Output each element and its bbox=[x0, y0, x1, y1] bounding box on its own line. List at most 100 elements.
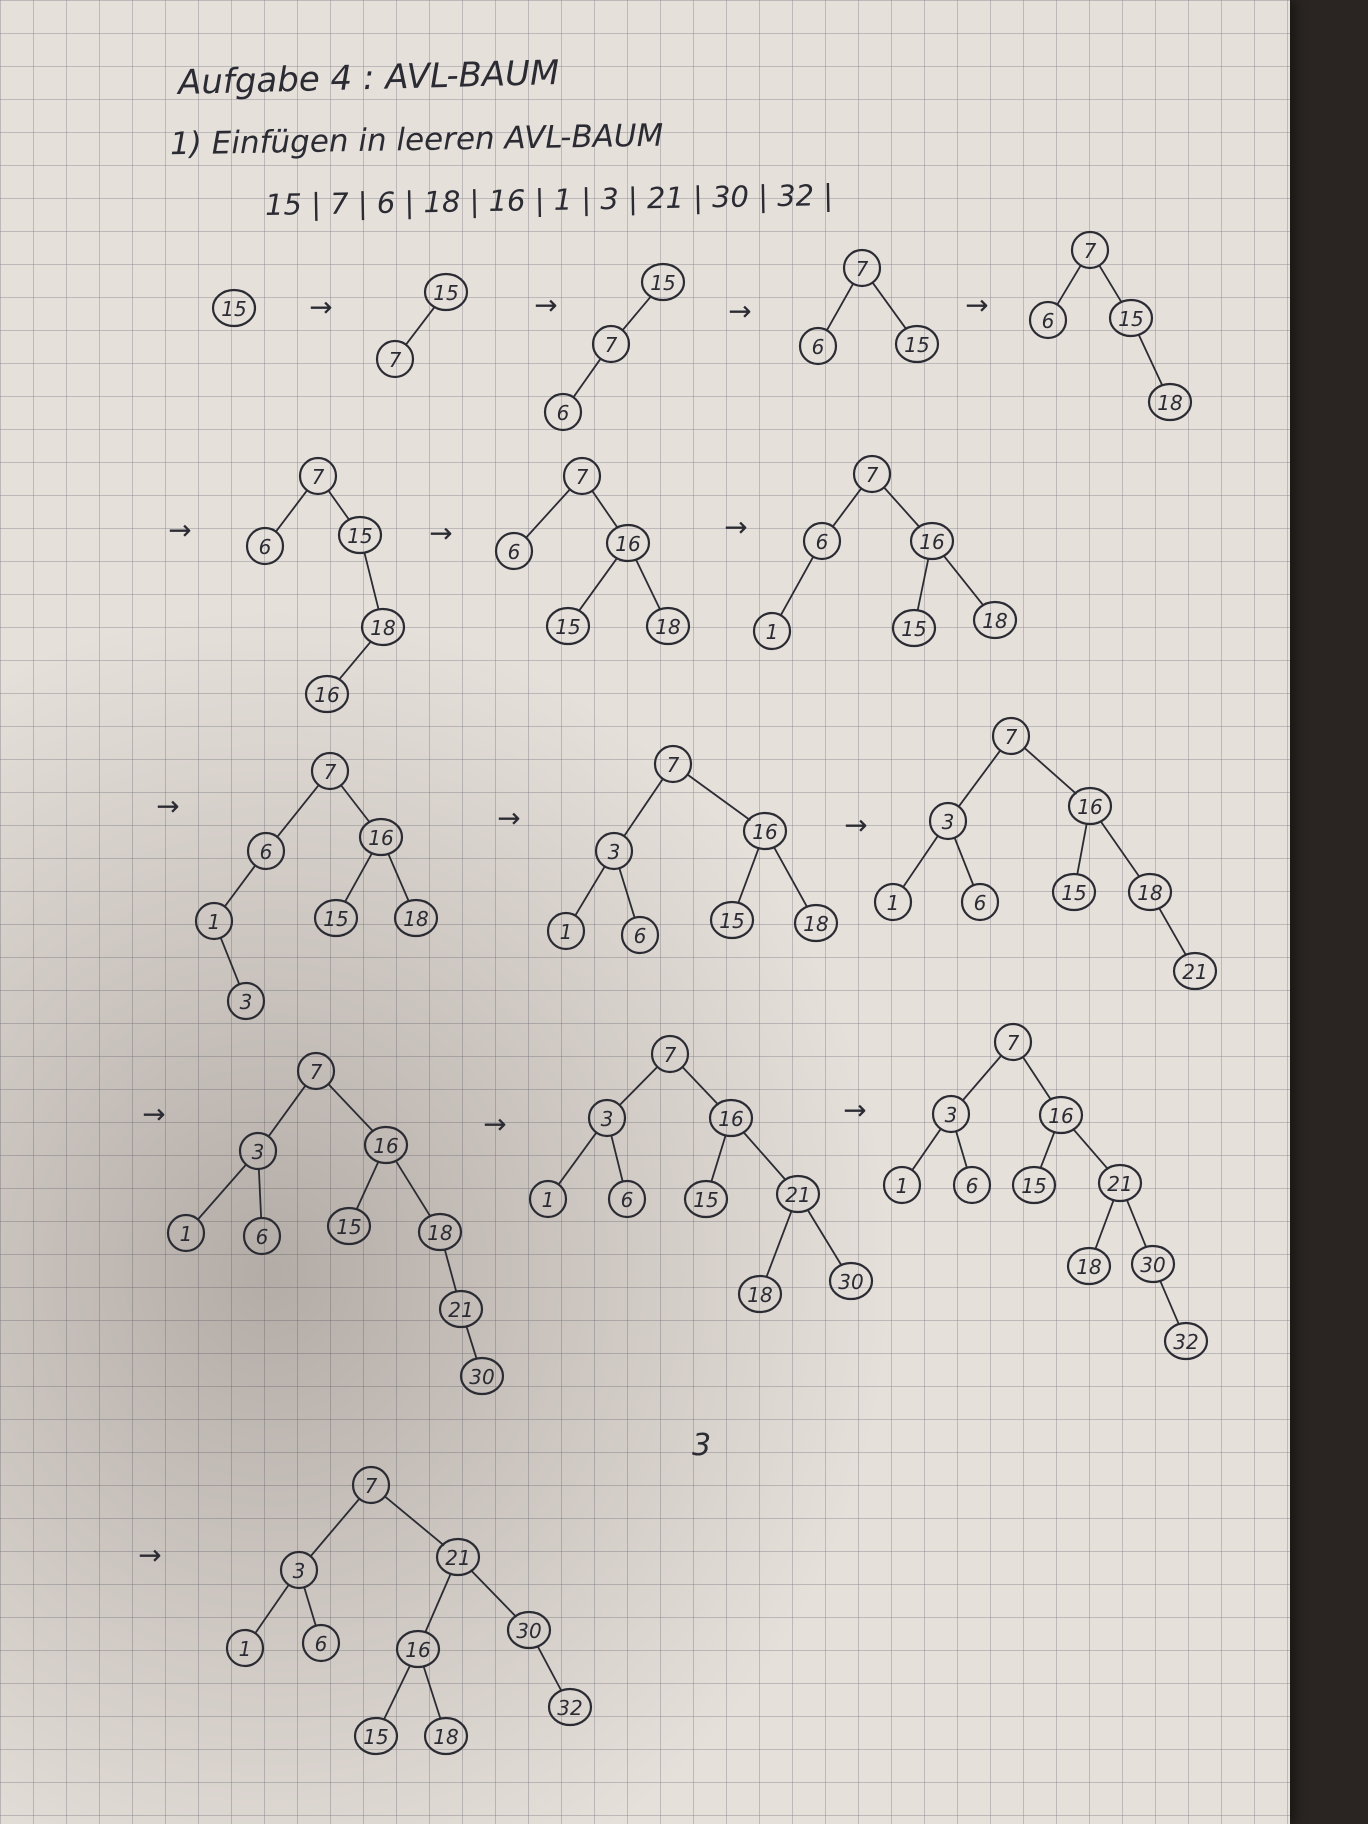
node-label: 6 bbox=[816, 530, 829, 554]
step-arrow-5: → bbox=[168, 514, 191, 547]
node-label: 15 bbox=[363, 1725, 388, 1749]
tree-node bbox=[438, 1289, 484, 1329]
node-label: 16 bbox=[368, 826, 393, 850]
node-label: 7 bbox=[664, 1043, 677, 1067]
node-label: 21 bbox=[785, 1183, 810, 1207]
step-arrow-2: → bbox=[534, 289, 557, 322]
margin-mark: 3 bbox=[692, 1428, 712, 1463]
tree-edge bbox=[1039, 1131, 1056, 1169]
tree-node bbox=[1011, 1165, 1057, 1205]
tree-edge bbox=[383, 1664, 411, 1721]
tree-node bbox=[238, 1131, 278, 1171]
tree-node bbox=[166, 1213, 206, 1253]
node-label: 1 bbox=[887, 891, 900, 915]
tree-node bbox=[547, 1687, 593, 1727]
tree-edge bbox=[557, 1132, 598, 1185]
tree-edge bbox=[257, 1168, 263, 1219]
tree-edge bbox=[591, 490, 619, 529]
tree-node bbox=[226, 981, 266, 1021]
tree-step-1: 15 bbox=[211, 288, 257, 328]
tree-edge bbox=[1022, 1056, 1052, 1101]
tree-edge bbox=[254, 1584, 290, 1634]
tree-node bbox=[1130, 1244, 1176, 1284]
node-label: 7 bbox=[866, 463, 879, 487]
node-label: 7 bbox=[856, 257, 869, 281]
step-arrow-1: → bbox=[309, 291, 332, 324]
tree-node bbox=[775, 1174, 821, 1214]
tree-node bbox=[683, 1179, 729, 1219]
tree-edge bbox=[1099, 820, 1141, 878]
tree-edge bbox=[737, 847, 760, 904]
tree-node bbox=[828, 1261, 874, 1301]
tree-node bbox=[653, 744, 693, 784]
node-label: 1 bbox=[766, 620, 779, 644]
tree-node bbox=[842, 248, 882, 288]
tree-node bbox=[928, 801, 968, 841]
step-arrow-9: → bbox=[497, 802, 520, 835]
tree-node bbox=[1163, 1321, 1209, 1361]
node-label: 16 bbox=[718, 1107, 743, 1131]
node-label: 15 bbox=[1021, 1174, 1046, 1198]
tree-edge bbox=[832, 487, 862, 528]
node-label: 6 bbox=[966, 1174, 979, 1198]
tree-node bbox=[310, 751, 350, 791]
node-label: 1 bbox=[208, 910, 221, 934]
tree-edge bbox=[574, 865, 606, 917]
tree-edge bbox=[635, 558, 661, 611]
tree-edge bbox=[224, 864, 256, 908]
tree-node bbox=[882, 1165, 922, 1205]
node-label: 6 bbox=[315, 1632, 328, 1656]
node-label: 3 bbox=[252, 1140, 265, 1164]
tree-edge bbox=[572, 358, 602, 398]
node-label: 3 bbox=[293, 1559, 306, 1583]
node-label: 16 bbox=[314, 683, 339, 707]
node-label: 18 bbox=[1157, 391, 1182, 415]
tree-node bbox=[737, 1274, 783, 1314]
tree-edge bbox=[953, 837, 975, 886]
tree-edge bbox=[363, 552, 380, 610]
node-label: 7 bbox=[324, 760, 337, 784]
tree-node bbox=[993, 1022, 1033, 1062]
tree-edge bbox=[911, 1128, 942, 1171]
node-label: 7 bbox=[310, 1060, 323, 1084]
step-arrow-14: → bbox=[138, 1539, 161, 1572]
tree-edge bbox=[525, 488, 571, 539]
tree-node bbox=[225, 1628, 265, 1668]
tree-node bbox=[435, 1537, 481, 1577]
tree-node bbox=[752, 611, 792, 651]
tree-node bbox=[545, 606, 591, 646]
tree-edge bbox=[710, 1134, 727, 1183]
tree-node bbox=[528, 1179, 568, 1219]
tree-edge bbox=[779, 556, 815, 616]
tree-node bbox=[802, 521, 842, 561]
tree-node bbox=[1066, 1246, 1112, 1286]
node-label: 15 bbox=[901, 617, 926, 641]
node-label: 21 bbox=[1182, 960, 1207, 984]
node-label: 16 bbox=[752, 820, 777, 844]
tree-edge bbox=[871, 282, 908, 330]
tree-edge bbox=[219, 937, 241, 985]
tree-edge bbox=[621, 295, 653, 331]
tree-edge bbox=[424, 1573, 452, 1633]
tree-edge bbox=[1072, 1128, 1109, 1170]
tree-edge bbox=[394, 1159, 432, 1218]
tree-node bbox=[1051, 872, 1097, 912]
tree-node bbox=[952, 1165, 992, 1205]
tree-node bbox=[620, 915, 660, 955]
tree-edge bbox=[327, 490, 351, 521]
tree-node bbox=[304, 674, 350, 714]
tree-node bbox=[650, 1034, 690, 1074]
tree-edge bbox=[405, 305, 436, 346]
node-label: 15 bbox=[1118, 307, 1143, 331]
node-label: 7 bbox=[365, 1474, 378, 1498]
tree-node bbox=[246, 831, 286, 871]
node-label: 16 bbox=[1048, 1104, 1073, 1128]
tree-node bbox=[1097, 1163, 1143, 1203]
tree-edge bbox=[806, 1208, 843, 1267]
node-label: 15 bbox=[555, 615, 580, 639]
